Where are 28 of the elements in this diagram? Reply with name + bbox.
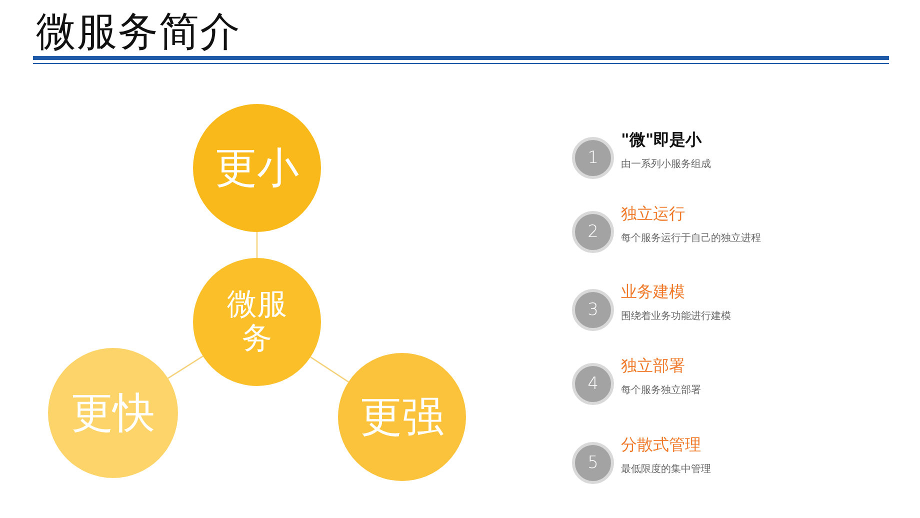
item-heading: 分散式管理	[621, 435, 701, 456]
item-description: 每个服务运行于自己的独立进程	[621, 232, 761, 245]
item-description: 围绕着业务功能进行建模	[621, 310, 731, 323]
item-description: 最低限度的集中管理	[621, 462, 711, 476]
number-label: 1	[588, 148, 598, 168]
number-circle	[572, 363, 614, 405]
number-circle	[572, 289, 614, 331]
item-heading: 独立运行	[621, 204, 685, 225]
number-circle	[572, 442, 614, 484]
connector-line	[256, 232, 258, 258]
item-description: 每个服务独立部署	[621, 384, 701, 397]
number-circle	[572, 137, 614, 179]
item-heading: 独立部署	[621, 356, 685, 377]
item-heading: "微"即是小	[621, 130, 702, 151]
connector-line	[310, 356, 349, 382]
node-label: 更强	[359, 392, 445, 442]
item-heading: 业务建模	[621, 282, 685, 303]
number-label: 4	[588, 374, 598, 394]
number-label: 2	[588, 222, 598, 242]
node-label: 更小	[214, 144, 300, 192]
number-label: 5	[588, 453, 598, 473]
slide-title: 微服务简介	[36, 8, 241, 57]
number-label: 3	[588, 300, 598, 320]
node-label: 微服务	[226, 288, 288, 356]
connector-line	[168, 356, 204, 379]
item-description: 由一系列小服务组成	[621, 158, 711, 171]
number-circle	[572, 211, 614, 253]
node-label: 更快	[70, 388, 156, 438]
